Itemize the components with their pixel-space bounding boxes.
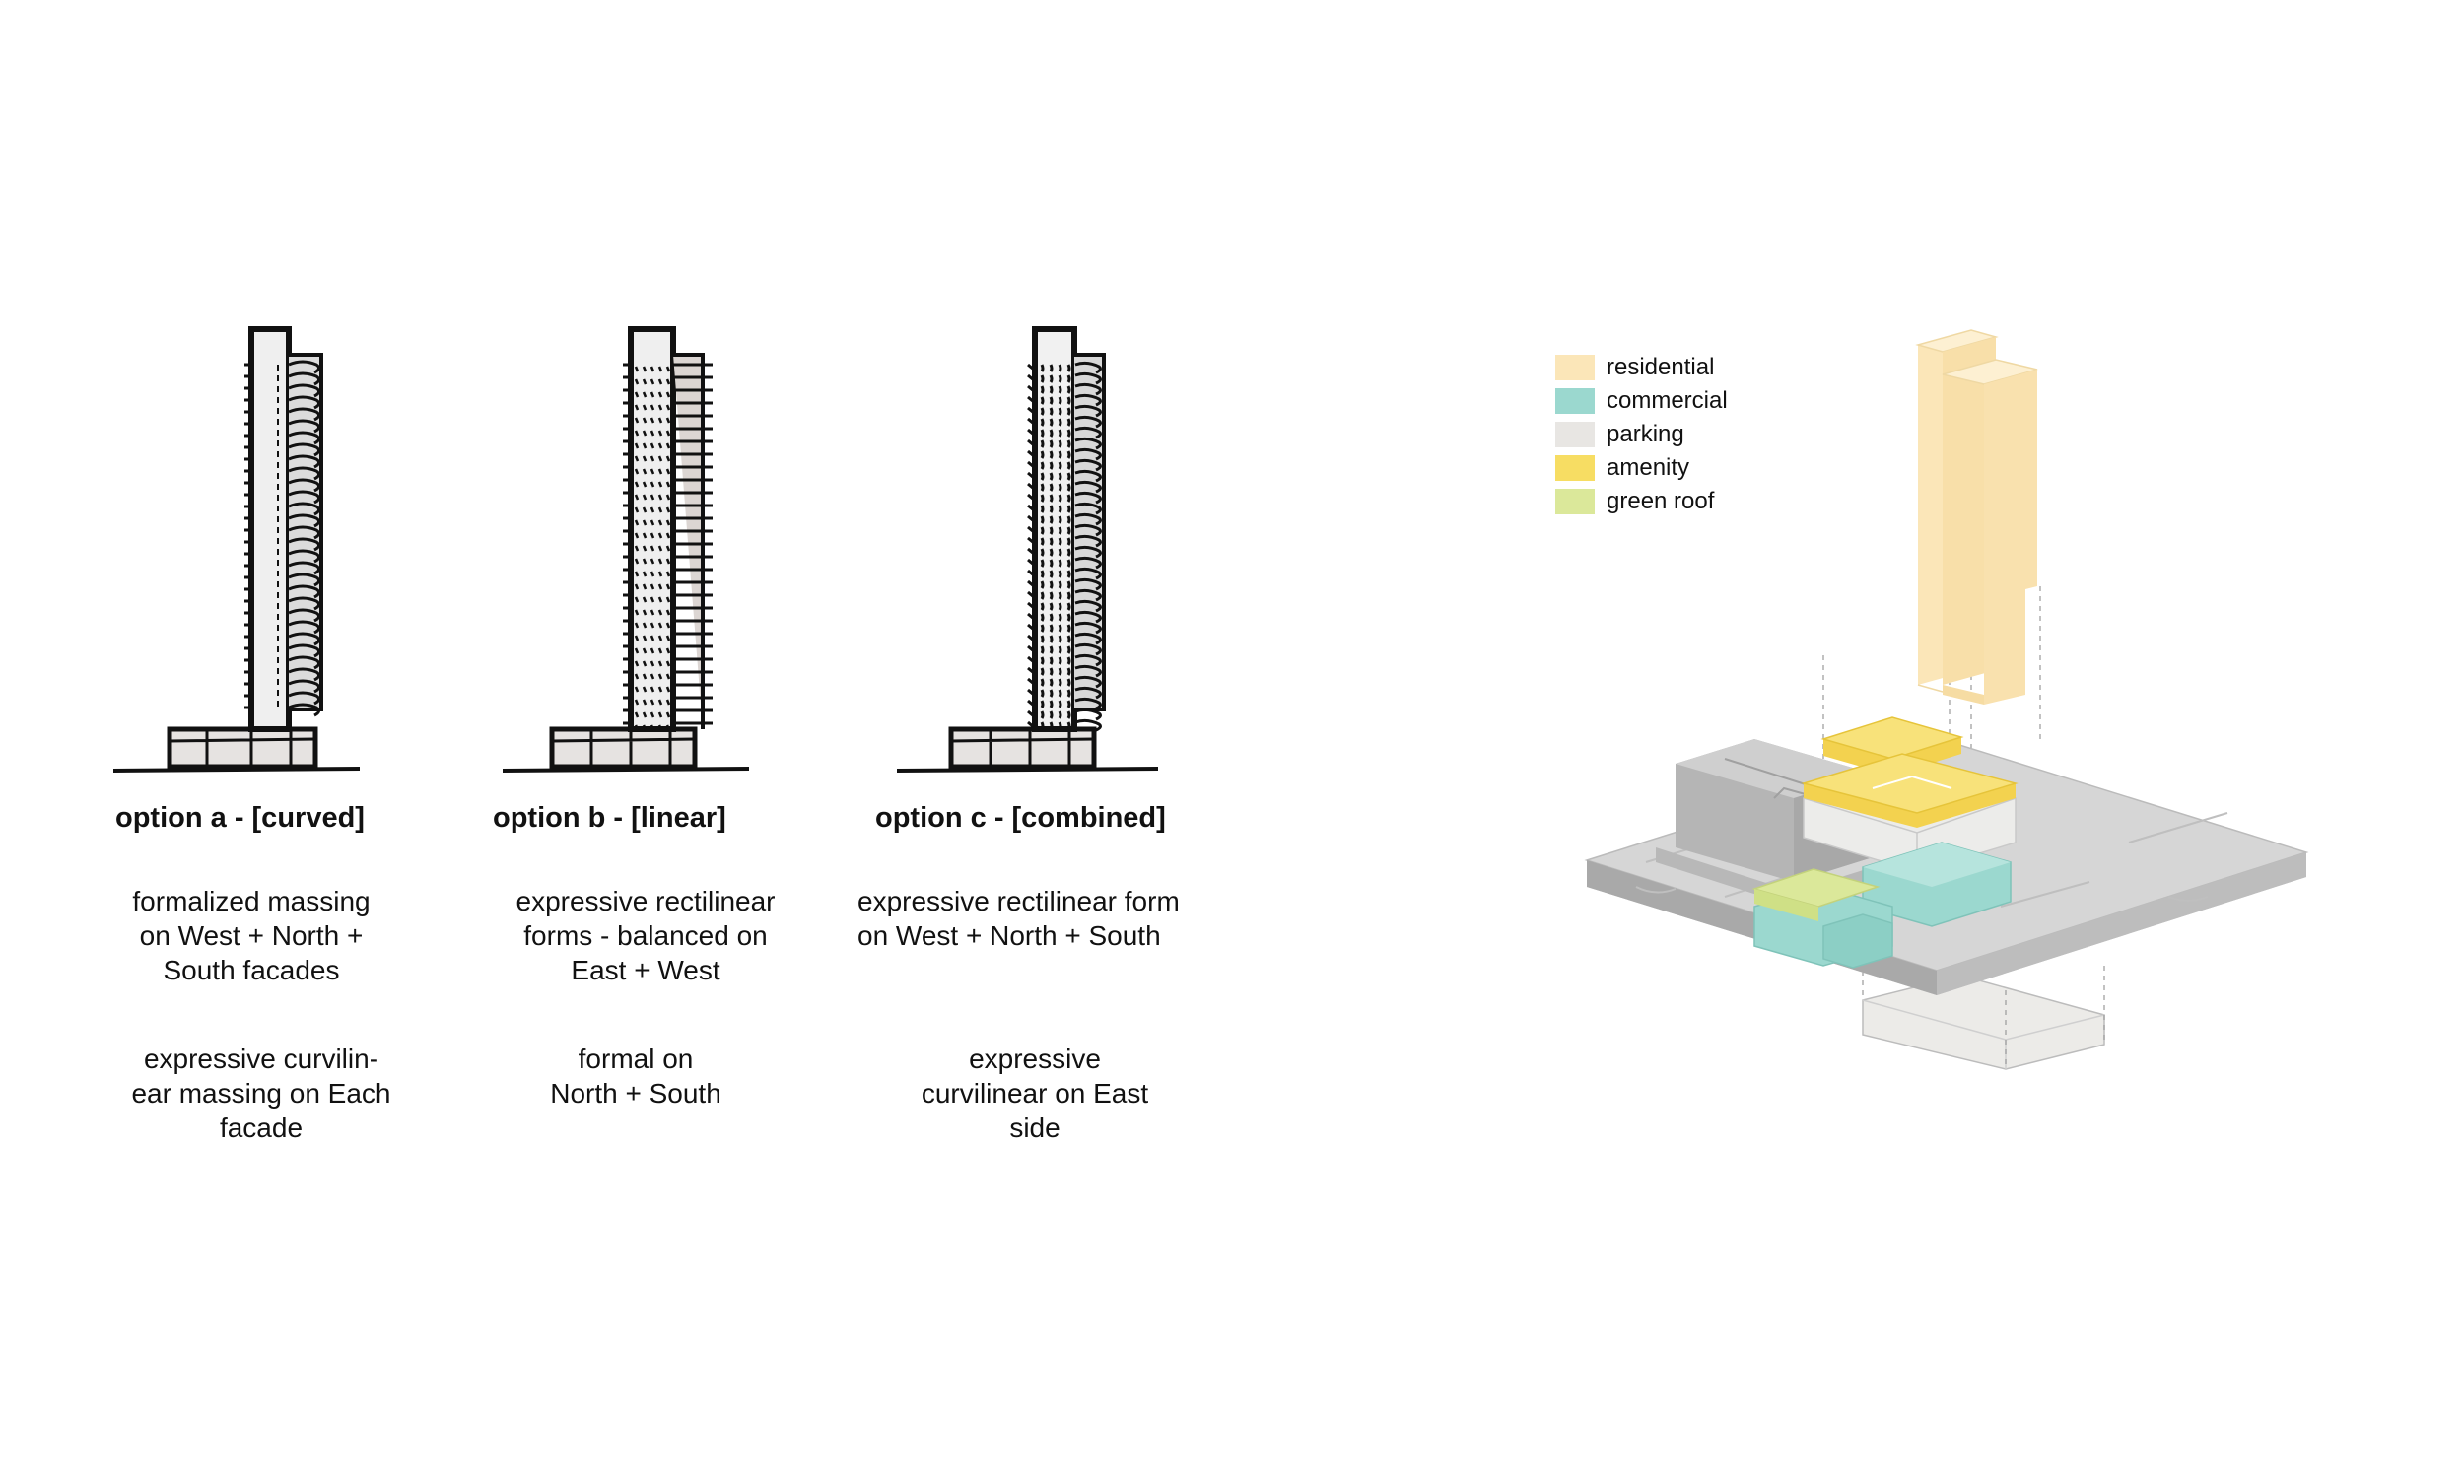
commercial-blocks: [1753, 842, 2012, 969]
parking-below-grade: [1862, 975, 2105, 1070]
legend-label: commercial: [1607, 387, 1728, 414]
tower-sketch-option-b: [502, 326, 750, 773]
legend-label: green roof: [1607, 488, 1715, 514]
green-roof-swatch: [1555, 489, 1595, 514]
option-c-description-2: expressive curvilinear on East side: [921, 1044, 1149, 1143]
axonometric-massing-diagram: [1584, 329, 2309, 1070]
residential-tower: [1915, 329, 2038, 705]
option-c-description-1: expressive rectilinear form on West + No…: [857, 886, 1178, 951]
legend-label: amenity: [1607, 454, 1690, 481]
parking-swatch: [1555, 422, 1595, 447]
legend-label: parking: [1607, 421, 1684, 447]
option-a-description-1: formalized massing on West + North + Sou…: [132, 886, 371, 985]
amenity-roof: [1801, 753, 2019, 828]
option-b-title: option b - [linear]: [493, 802, 726, 834]
option-a-title: option a - [curved]: [115, 802, 365, 834]
tower-sketch-option-c: [896, 326, 1159, 773]
tower-sketch-option-a: [112, 326, 361, 773]
option-a-description-2: expressive curvilin- ear massing on Each…: [131, 1044, 391, 1143]
commercial-swatch: [1555, 388, 1595, 414]
option-b-description-1: expressive rectilinear forms - balanced …: [515, 886, 776, 985]
legend-label: residential: [1607, 354, 1715, 380]
amenity-swatch: [1555, 455, 1595, 481]
option-c-title: option c - [combined]: [875, 802, 1166, 834]
option-b-description-2: formal on North + South: [550, 1044, 721, 1109]
residential-swatch: [1555, 355, 1595, 380]
green-roof-block: [1751, 868, 1881, 921]
